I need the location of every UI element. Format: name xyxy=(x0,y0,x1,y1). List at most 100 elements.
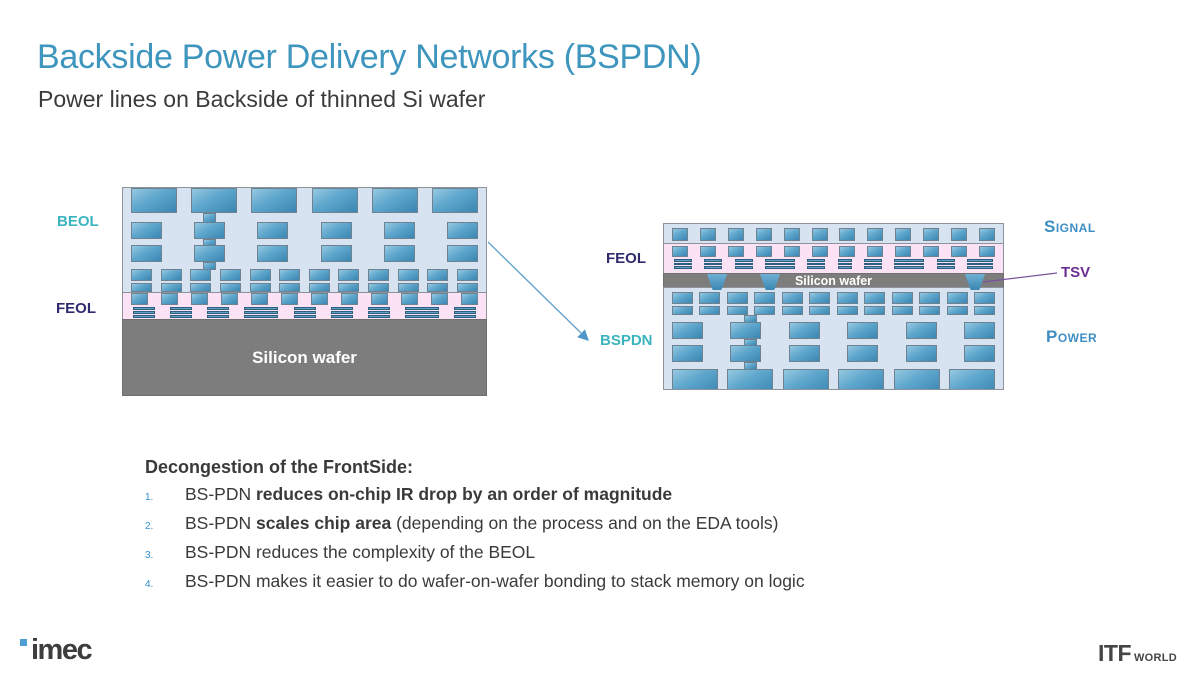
metal-row xyxy=(123,283,486,292)
frontside-chip-diagram: Silicon wafer xyxy=(122,187,487,396)
transistor-fin-row xyxy=(664,259,1003,269)
backside-chip-diagram: Silicon wafer xyxy=(663,223,1004,390)
metal-rect xyxy=(836,292,858,304)
metal-rect xyxy=(368,283,389,292)
list-item-number: 2. xyxy=(145,521,154,532)
metal-rect xyxy=(838,369,885,389)
imec-logo-text: imec xyxy=(31,634,93,666)
fin-group-icon xyxy=(170,307,193,318)
metal-rect xyxy=(730,345,762,362)
metal-rect xyxy=(427,283,449,292)
metal-rect xyxy=(726,292,748,304)
metal-rect xyxy=(946,292,968,304)
metal-rect xyxy=(257,245,289,262)
list-item-text: BS-PDN reduces the complexity of the BEO… xyxy=(185,542,536,562)
fin-group-icon xyxy=(454,307,476,318)
metal-rect xyxy=(672,306,693,315)
fin-group-icon xyxy=(837,259,852,269)
metal-rect xyxy=(371,188,418,213)
metal-rect xyxy=(251,293,268,305)
metal-rect xyxy=(839,246,856,257)
signal-layer xyxy=(663,223,1004,244)
metal-rect xyxy=(755,228,772,241)
metal-rect xyxy=(194,245,226,262)
metal-rect xyxy=(281,293,298,305)
transistor-fin-row xyxy=(123,307,486,318)
metal-rect xyxy=(338,283,360,292)
metal-rect xyxy=(754,292,776,304)
metal-rect xyxy=(963,322,995,339)
fin-group-icon xyxy=(807,259,826,269)
metal-rect xyxy=(847,322,879,339)
metal-rect xyxy=(320,245,352,262)
label-beol: BEOL xyxy=(57,213,99,230)
silicon-wafer-label: Silicon wafer xyxy=(252,347,357,367)
metal-rect xyxy=(672,292,693,304)
metal-rect xyxy=(727,246,744,257)
metal-rect xyxy=(131,269,152,281)
metal-rect xyxy=(923,246,940,257)
list-item: 1.BS-PDN reduces on-chip IR drop by an o… xyxy=(145,484,1065,513)
via-connector xyxy=(203,262,216,270)
metal-rect xyxy=(699,246,716,257)
metal-row xyxy=(664,246,1003,257)
metal-rect xyxy=(699,306,721,315)
metal-rect xyxy=(427,269,449,281)
metal-rect xyxy=(755,246,772,257)
metal-rect xyxy=(951,246,968,257)
silicon-wafer-layer: Silicon wafer xyxy=(122,319,487,396)
metal-rect xyxy=(341,293,358,305)
metal-rect xyxy=(308,283,330,292)
metal-rect xyxy=(811,228,828,241)
metal-rect xyxy=(338,269,360,281)
arrow-head-icon xyxy=(577,329,589,341)
metal-rect xyxy=(672,345,703,362)
metal-rect xyxy=(919,292,941,304)
metal-rect xyxy=(311,293,328,305)
metal-rect xyxy=(895,246,912,257)
page-subtitle: Power lines on Backside of thinned Si wa… xyxy=(38,86,486,112)
metal-rect xyxy=(978,246,995,257)
metal-rect xyxy=(754,306,776,315)
metal-rect xyxy=(783,228,800,241)
list-item-number: 1. xyxy=(145,492,154,503)
itf-world-text: WORLD xyxy=(1134,652,1178,664)
metal-rect xyxy=(371,293,388,305)
metal-rect xyxy=(461,293,478,305)
metal-row xyxy=(123,269,486,281)
itf-logo-text: ITF xyxy=(1098,640,1132,666)
metal-rect xyxy=(131,222,162,239)
metal-row xyxy=(664,228,1003,241)
metal-rect xyxy=(699,228,716,241)
metal-rect xyxy=(190,269,212,281)
metal-rect xyxy=(257,222,289,239)
metal-rect xyxy=(161,293,178,305)
fin-group-icon xyxy=(133,307,155,318)
metal-rect xyxy=(131,293,148,305)
metal-rect xyxy=(809,292,831,304)
metal-rect xyxy=(446,245,478,262)
metal-rect xyxy=(249,269,271,281)
metal-row xyxy=(664,306,1003,315)
metal-rect xyxy=(923,228,940,241)
fin-group-icon xyxy=(207,307,230,318)
metal-rect xyxy=(948,369,995,389)
metal-rect xyxy=(699,292,721,304)
list-item-number: 3. xyxy=(145,550,154,561)
metal-rect xyxy=(308,269,330,281)
metal-rect xyxy=(672,246,688,257)
metal-rect xyxy=(781,306,803,315)
metal-rect xyxy=(893,369,940,389)
notes-heading: Decongestion of the FrontSide: xyxy=(145,457,413,477)
metal-rect xyxy=(839,228,856,241)
metal-rect xyxy=(672,369,718,389)
metal-rect xyxy=(727,369,774,389)
fin-group-icon xyxy=(936,259,955,269)
metal-rect xyxy=(973,306,995,315)
fin-group-icon xyxy=(330,307,353,318)
via-connector xyxy=(203,213,216,223)
metal-row xyxy=(123,222,486,239)
metal-rect xyxy=(946,306,968,315)
metal-rect xyxy=(891,306,913,315)
